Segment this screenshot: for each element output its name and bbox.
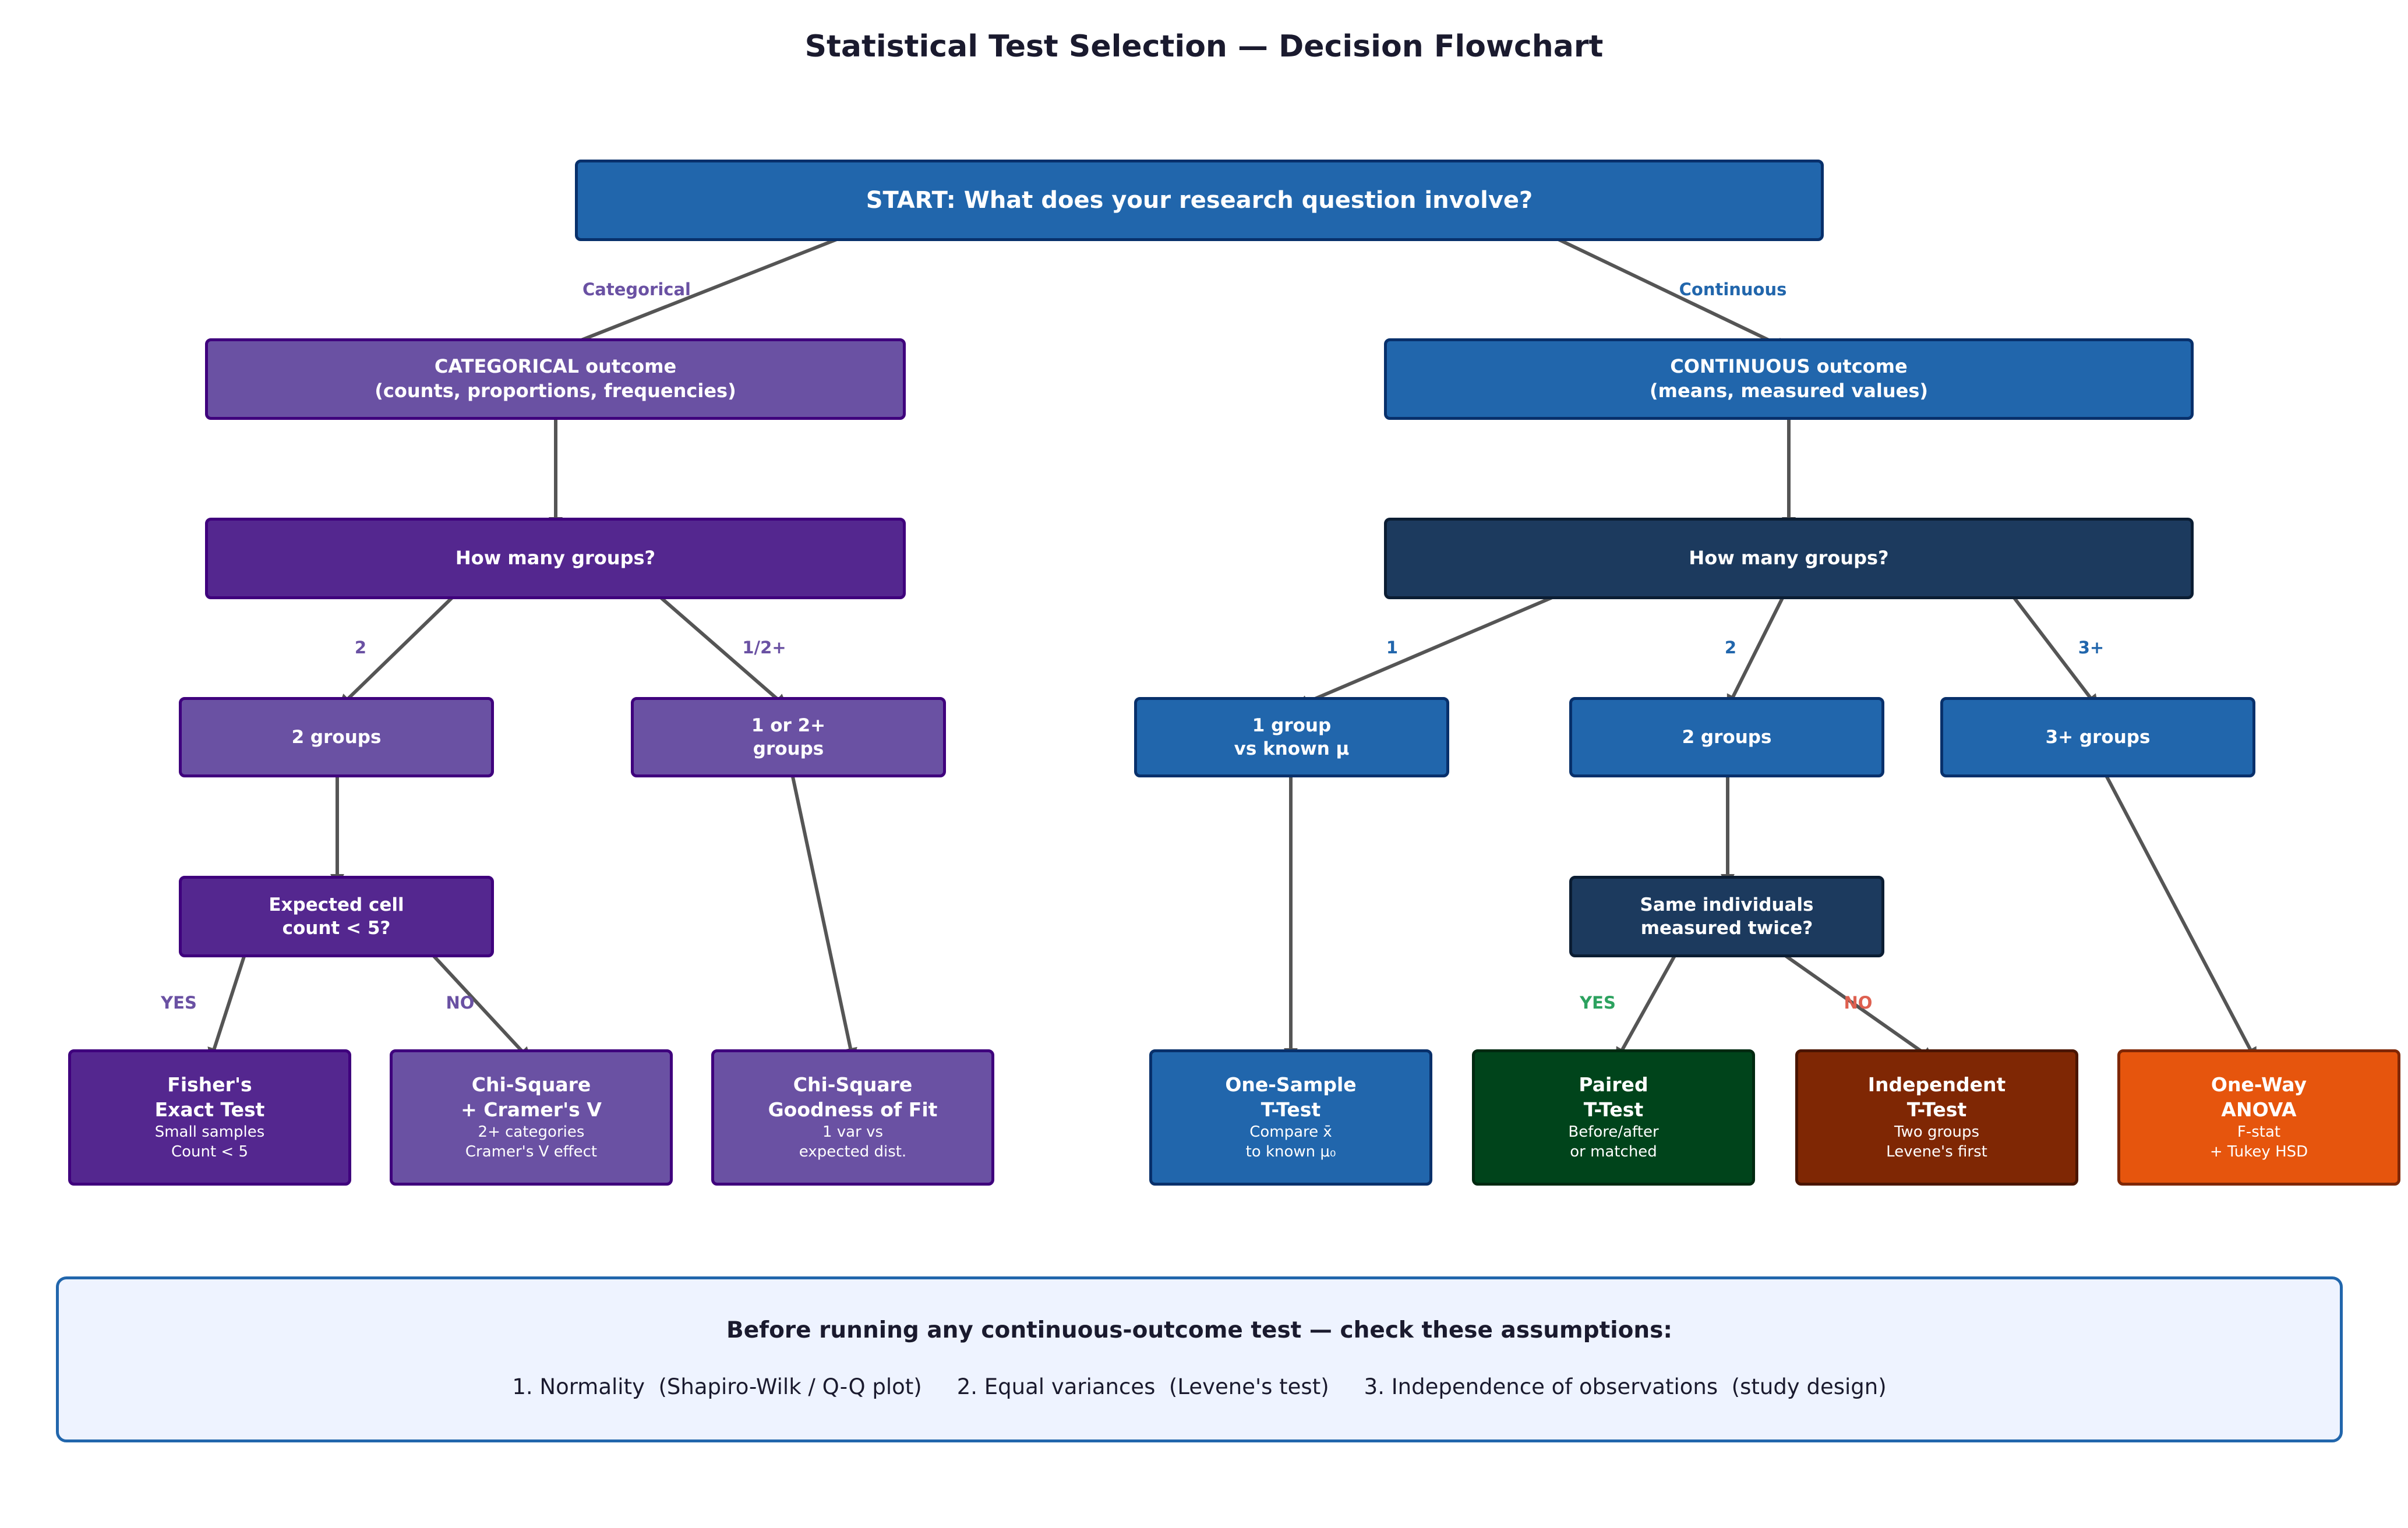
node-title: Expected cell — [269, 894, 404, 915]
edge-label-cont-3plus: 3+ — [2078, 638, 2105, 657]
node-note: to known μ₀ — [1245, 1143, 1336, 1161]
node-note: Small samples — [154, 1123, 265, 1141]
categorical-how-many-groups-node: How many groups? — [205, 518, 906, 599]
categorical-1-or-2plus-groups-node: 1 or 2+ groups — [631, 697, 946, 777]
node-note: Two groups — [1894, 1123, 1980, 1141]
node-title: ANOVA — [2221, 1098, 2297, 1122]
flowchart-title: Statistical Test Selection — Decision Fl… — [804, 29, 1604, 64]
edge-arrow-start-to-continuous — [1540, 229, 1790, 351]
node-title: Chi-Square — [471, 1073, 591, 1097]
edge-arrow-contq-to-c3 — [2006, 588, 2099, 709]
edge-arrow-same-to-indep — [1773, 946, 1935, 1061]
node-title: Goodness of Fit — [768, 1098, 938, 1122]
continuous-how-many-groups-node: How many groups? — [1384, 518, 2194, 599]
independent-t-test-node: Independent T-Test Two groups Levene's f… — [1795, 1049, 2078, 1186]
continuous-outcome-node: CONTINUOUS outcome (means, measured valu… — [1384, 338, 2194, 420]
node-title: CATEGORICAL outcome — [434, 355, 677, 378]
one-way-anova-node: One-Way ANOVA F-stat + Tukey HSD — [2117, 1049, 2400, 1186]
node-title: + Cramer's V — [461, 1098, 602, 1122]
edge-label-cont-yes: YES — [1580, 993, 1616, 1013]
node-subtitle: measured twice? — [1640, 918, 1813, 939]
node-title: T-Test — [1583, 1098, 1644, 1122]
continuous-3plus-groups-node: 3+ groups — [1940, 697, 2255, 777]
node-title: T-Test — [1261, 1098, 1321, 1122]
node-note: Compare x̄ — [1249, 1123, 1332, 1141]
edge-arrow-same-to-paired — [1615, 946, 1681, 1062]
edge-arrow-c3-to-anova — [2099, 765, 2257, 1062]
node-title: T-Test — [1906, 1098, 1967, 1122]
node-note: 2+ categories — [478, 1123, 585, 1141]
edge-arrow-cat1-to-chigof — [789, 765, 857, 1062]
edge-arrow-contq-to-c2 — [1726, 588, 1789, 709]
expected-cell-count-question-node: Expected cell count < 5? — [179, 876, 494, 957]
edge-arrow-catq-to-cat2 — [338, 587, 463, 709]
node-title: Exact Test — [154, 1098, 265, 1122]
node-title: One-Sample — [1225, 1073, 1357, 1097]
node-title: 1 group — [1252, 715, 1332, 736]
node-title: 2 groups — [291, 726, 382, 748]
node-note: Count < 5 — [171, 1143, 249, 1161]
edge-label-continuous: Continuous — [1679, 280, 1787, 299]
fishers-exact-test-node: Fisher's Exact Test Small samples Count … — [68, 1049, 351, 1186]
node-subtitle: (counts, proportions, frequencies) — [375, 380, 736, 402]
node-subtitle: vs known μ — [1234, 738, 1350, 759]
node-subtitle: groups — [753, 738, 824, 759]
node-note: or matched — [1570, 1143, 1657, 1161]
node-title: How many groups? — [1689, 547, 1889, 570]
node-title: Paired — [1579, 1073, 1648, 1097]
continuous-2-groups-node: 2 groups — [1569, 697, 1884, 777]
node-note: F-stat — [2237, 1123, 2281, 1141]
edge-label-categorical: Categorical — [582, 280, 691, 299]
edge-arrow-catq-to-cat1 — [649, 587, 788, 709]
node-note: Before/after — [1568, 1123, 1659, 1141]
categorical-2-groups-node: 2 groups — [179, 697, 494, 777]
node-note: Levene's first — [1886, 1143, 1987, 1161]
edge-label-cat-2: 2 — [354, 638, 367, 657]
edge-label-cont-2: 2 — [1724, 638, 1737, 657]
edge-arrow-contq-to-c1 — [1294, 587, 1574, 709]
node-title: CONTINUOUS outcome — [1670, 355, 1908, 378]
edge-arrow-start-to-categorical — [556, 229, 859, 352]
node-title: 2 groups — [1682, 726, 1772, 748]
edge-label-cont-1: 1 — [1386, 638, 1399, 657]
start-node: START: What does your research question … — [575, 160, 1824, 241]
edge-label-cat-yes: YES — [161, 993, 197, 1013]
node-title: Independent — [1867, 1073, 2006, 1097]
categorical-outcome-node: CATEGORICAL outcome (counts, proportions… — [205, 338, 906, 420]
paired-t-test-node: Paired T-Test Before/after or matched — [1472, 1049, 1755, 1186]
edge-arrow-exp-to-chicr — [424, 946, 532, 1062]
edge-label-cat-1-2plus: 1/2+ — [742, 638, 786, 657]
assumption-item: 2. Equal variances (Levene's test) — [956, 1374, 1329, 1399]
node-note: 1 var vs — [822, 1123, 883, 1141]
node-title: Fisher's — [167, 1073, 252, 1097]
chi-square-cramers-v-node: Chi-Square + Cramer's V 2+ categories Cr… — [390, 1049, 673, 1186]
edge-label-cat-no: NO — [446, 993, 475, 1013]
assumption-item: 3. Independence of observations (study d… — [1364, 1374, 1887, 1399]
start-node-text: START: What does your research question … — [866, 187, 1533, 214]
assumptions-panel: Before running any continuous-outcome te… — [56, 1276, 2343, 1442]
node-title: 1 or 2+ — [751, 715, 826, 736]
node-title: One-Way — [2211, 1073, 2307, 1097]
node-title: Chi-Square — [793, 1073, 913, 1097]
edge-arrow-exp-to-fisher — [207, 947, 249, 1062]
node-note: + Tukey HSD — [2209, 1143, 2308, 1161]
node-title: Same individuals — [1640, 894, 1814, 915]
node-title: 3+ groups — [2045, 726, 2151, 748]
assumption-item: 1. Normality (Shapiro-Wilk / Q-Q plot) — [512, 1374, 922, 1399]
edge-label-cont-no: NO — [1844, 993, 1873, 1013]
one-sample-t-test-node: One-Sample T-Test Compare x̄ to known μ₀ — [1149, 1049, 1432, 1186]
node-subtitle: count < 5? — [282, 918, 391, 939]
continuous-1-group-node: 1 group vs known μ — [1134, 697, 1449, 777]
node-subtitle: (means, measured values) — [1650, 380, 1928, 402]
node-title: How many groups? — [455, 547, 656, 570]
chi-square-goodness-of-fit-node: Chi-Square Goodness of Fit 1 var vs expe… — [711, 1049, 994, 1186]
same-individuals-question-node: Same individuals measured twice? — [1569, 876, 1884, 957]
assumptions-list: 1. Normality (Shapiro-Wilk / Q-Q plot) 2.… — [59, 1374, 2340, 1399]
node-note: expected dist. — [799, 1143, 907, 1161]
node-note: Cramer's V effect — [465, 1143, 598, 1161]
assumptions-title: Before running any continuous-outcome te… — [726, 1317, 1672, 1343]
